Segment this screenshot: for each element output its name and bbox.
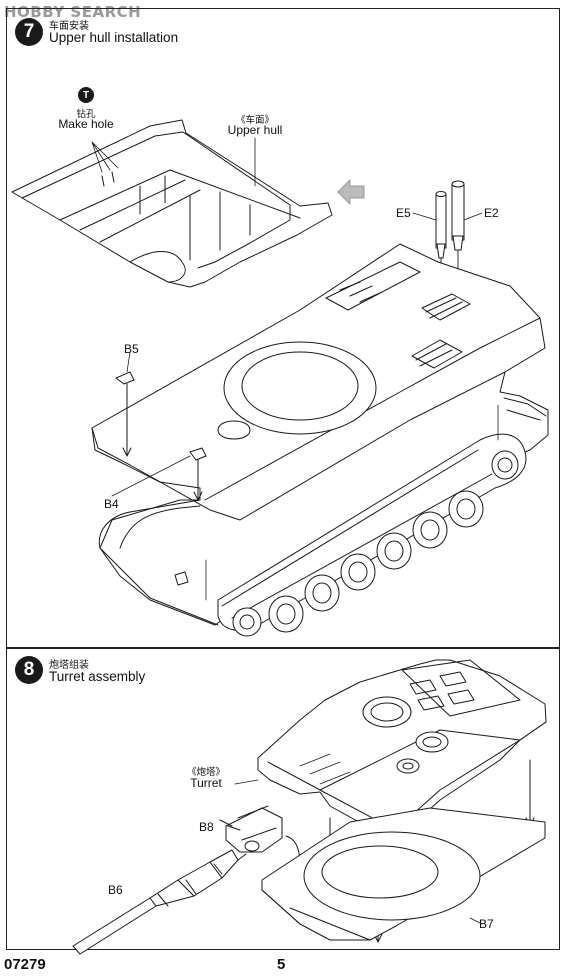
part-label-e2: E2 bbox=[484, 206, 499, 220]
periscopes-e5-e2-drawing bbox=[413, 181, 482, 374]
step-8-title-cn: 炮塔组装 bbox=[49, 660, 89, 671]
road-wheels bbox=[233, 451, 518, 636]
step-7-badge: 7 bbox=[15, 18, 43, 46]
drill-label-cn: 钻孔 bbox=[76, 109, 96, 120]
upper-hull-label-en: Upper hull bbox=[227, 123, 283, 137]
turret-label-cn: 《炮塔》 bbox=[186, 767, 226, 778]
turret-base-b7-drawing bbox=[262, 808, 545, 940]
step-7-panel bbox=[6, 8, 560, 648]
drill-symbol-icon: T bbox=[78, 87, 94, 103]
page-number: 5 bbox=[277, 956, 286, 973]
direction-arrow-icon bbox=[338, 180, 364, 204]
upper-hull-label-cn: 《车面》 bbox=[235, 115, 275, 126]
upper-hull-drawing bbox=[12, 120, 332, 287]
part-label-b7: B7 bbox=[479, 917, 494, 931]
mantlet-b8-drawing bbox=[220, 806, 300, 914]
step-8-panel bbox=[6, 648, 560, 950]
step-8-title-en: Turret assembly bbox=[49, 669, 146, 684]
part-label-b5: B5 bbox=[124, 342, 139, 356]
drill-label-en: Make hole bbox=[58, 117, 114, 131]
step-7-title-en: Upper hull installation bbox=[49, 30, 179, 45]
kit-number: 07279 bbox=[4, 956, 46, 973]
part-label-e5: E5 bbox=[396, 206, 411, 220]
turret-label-en: Turret bbox=[190, 776, 222, 790]
part-label-b4: B4 bbox=[104, 497, 119, 511]
watermark-logo: HOBBY SEARCH bbox=[4, 3, 142, 21]
step-8-badge: 8 bbox=[15, 656, 43, 684]
gun-barrel-b6-drawing bbox=[73, 850, 246, 954]
part-label-b8: B8 bbox=[199, 820, 214, 834]
part-label-b6: B6 bbox=[108, 883, 123, 897]
step-7-title-cn: 车面安装 bbox=[49, 21, 89, 32]
lower-hull-drawing bbox=[92, 244, 548, 630]
